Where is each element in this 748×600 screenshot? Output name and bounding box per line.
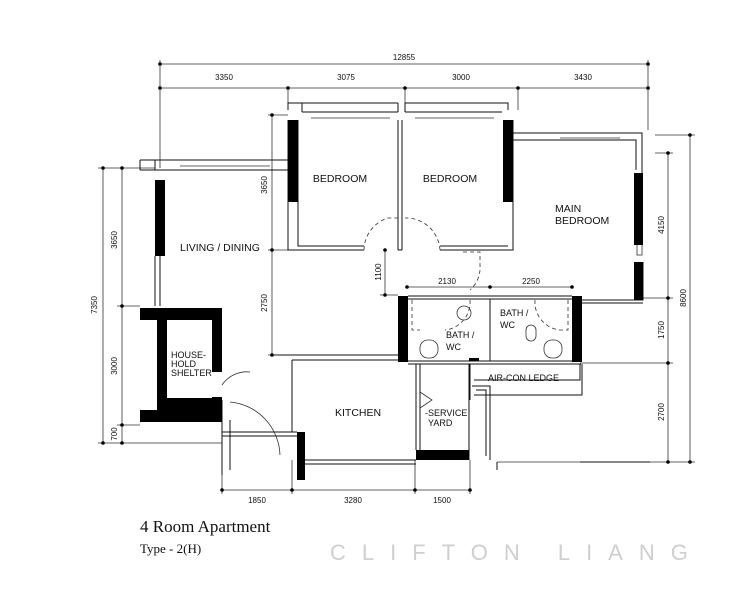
plan-type: Type - 2(H) — [140, 541, 201, 556]
dim-bottom-2: 3280 — [344, 496, 362, 505]
dim-bath1: 2130 — [438, 277, 456, 286]
label-shelter-2: HOLD — [171, 359, 197, 369]
label-living-dining: LIVING / DINING — [180, 242, 260, 254]
dim-left-2: 3000 — [110, 357, 119, 375]
label-bedroom-2: BEDROOM — [423, 173, 477, 185]
dim-top-3: 3000 — [452, 73, 470, 82]
dim-corridor: 1100 — [374, 263, 383, 281]
plan-title: 4 Room Apartment — [140, 517, 271, 536]
dim-right-1: 4150 — [657, 216, 666, 234]
watermark: CLIFTON LIANG — [330, 540, 704, 565]
dim-bottom-1: 1850 — [248, 496, 266, 505]
label-bath1-1: BATH / — [446, 330, 475, 340]
dim-left-total: 7350 — [90, 296, 99, 314]
label-bedroom-1: BEDROOM — [313, 173, 367, 185]
right-dimensions: 8600 4150 1750 2700 — [497, 133, 695, 464]
top-dimensions: 12855 3350 3075 3000 3430 — [158, 53, 650, 168]
bottom-dimensions: 1850 3280 1500 — [220, 460, 472, 505]
dim-bath2: 2250 — [522, 277, 540, 286]
dim-right-total: 8600 — [679, 289, 688, 307]
dim-top-2: 3075 — [337, 73, 355, 82]
dim-living-depth: 2750 — [260, 294, 269, 312]
dim-bottom-3: 1500 — [433, 496, 451, 505]
label-main-bedroom-1: MAIN — [555, 203, 581, 215]
label-service-yard-2: YARD — [428, 418, 453, 428]
label-bath2-1: BATH / — [500, 308, 529, 318]
interior-dimensions: 3650 2750 1100 2130 2250 — [260, 113, 574, 357]
dim-right-2: 1750 — [657, 321, 666, 339]
label-shelter-1: HOUSE- — [171, 350, 206, 360]
label-bath2-2: WC — [500, 320, 515, 330]
dim-right-3: 2700 — [657, 403, 666, 421]
dim-top-1: 3350 — [215, 73, 233, 82]
label-bath1-2: WC — [446, 342, 461, 352]
wall-outlines — [139, 102, 650, 475]
left-dimensions: 7350 3650 3000 700 — [90, 166, 222, 445]
structural-walls — [140, 120, 643, 480]
dim-overall: 12855 — [393, 53, 416, 62]
label-aircon-ledge: AIR-CON LEDGE — [488, 373, 559, 383]
dim-top-4: 3430 — [574, 73, 592, 82]
dim-left-1: 3650 — [110, 231, 119, 249]
label-service-yard-1: -SERVICE — [425, 408, 467, 418]
dim-bedroom-depth: 3650 — [260, 176, 269, 194]
label-kitchen: KITCHEN — [335, 407, 381, 419]
label-main-bedroom-2: BEDROOM — [555, 215, 609, 227]
dim-left-3: 700 — [110, 427, 119, 441]
label-shelter-3: SHELTER — [171, 368, 212, 378]
